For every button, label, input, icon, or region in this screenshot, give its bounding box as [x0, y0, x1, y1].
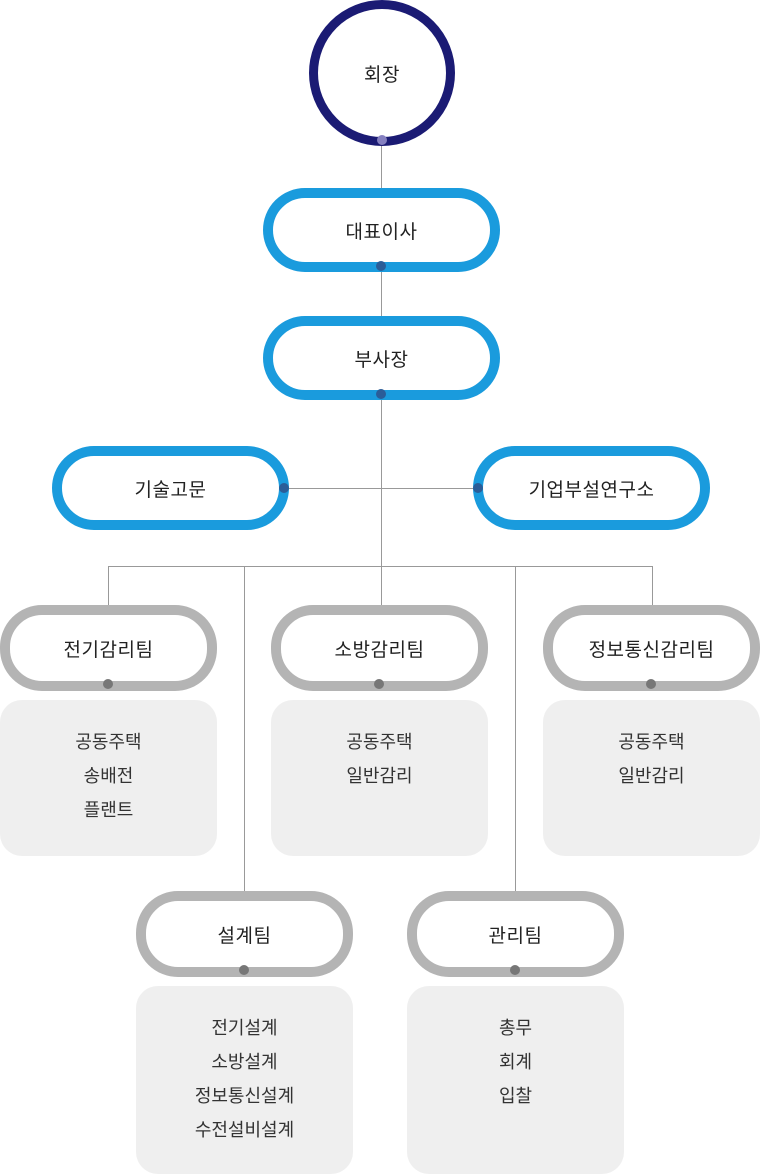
design-team-connector-dot	[239, 965, 249, 975]
detail-item: 입찰	[498, 1086, 533, 1107]
ceo-node: 대표이사	[263, 188, 500, 272]
detail-item: 플랜트	[83, 800, 134, 821]
telecom-supervision-team-label: 정보통신감리팀	[588, 638, 715, 661]
detail-item: 정보통신설계	[194, 1086, 295, 1107]
chairman-connector-dot	[377, 135, 387, 145]
fire-supervision-team-node: 소방감리팀	[271, 605, 488, 691]
electrical-supervision-details: 공동주택 송배전 플랜트	[0, 700, 217, 856]
detail-item: 전기설계	[211, 1018, 278, 1039]
detail-item: 일반감리	[618, 766, 685, 787]
design-team-node: 설계팀	[136, 891, 353, 977]
research-center-connector-dot	[473, 483, 483, 493]
detail-item: 회계	[498, 1052, 533, 1073]
design-team-details: 전기설계 소방설계 정보통신설계 수전설비설계	[136, 986, 353, 1174]
ceo-label: 대표이사	[345, 220, 418, 243]
telecom-supervision-team-node: 정보통신감리팀	[543, 605, 760, 691]
telecom-team-connector-dot	[646, 679, 656, 689]
detail-item: 송배전	[83, 766, 134, 787]
ceo-connector-dot	[376, 261, 386, 271]
chairman-node: 회장	[309, 0, 455, 146]
research-center-label: 기업부설연구소	[528, 478, 655, 501]
chairman-label: 회장	[364, 63, 400, 86]
detail-item: 공동주택	[346, 732, 413, 753]
administration-team-details: 총무 회계 입찰	[407, 986, 624, 1174]
detail-item: 총무	[498, 1018, 533, 1039]
detail-item: 수전설비설계	[194, 1120, 295, 1141]
detail-item: 공동주택	[618, 732, 685, 753]
technical-advisor-node: 기술고문	[52, 446, 289, 530]
fire-supervision-team-label: 소방감리팀	[334, 638, 425, 661]
design-team-label: 설계팀	[217, 924, 272, 947]
detail-item: 소방설계	[211, 1052, 278, 1073]
electrical-team-connector-dot	[103, 679, 113, 689]
technical-advisor-label: 기술고문	[134, 478, 207, 501]
fire-supervision-details: 공동주택 일반감리	[271, 700, 488, 856]
research-center-node: 기업부설연구소	[473, 446, 710, 530]
detail-item: 공동주택	[75, 732, 142, 753]
vice-president-node: 부사장	[263, 316, 500, 400]
vice-president-connector-dot	[376, 389, 386, 399]
telecom-supervision-details: 공동주택 일반감리	[543, 700, 760, 856]
administration-team-label: 관리팀	[488, 924, 543, 947]
detail-item: 일반감리	[346, 766, 413, 787]
technical-advisor-connector-dot	[279, 483, 289, 493]
administration-team-connector-dot	[510, 965, 520, 975]
vice-president-label: 부사장	[354, 348, 409, 371]
fire-team-connector-dot	[374, 679, 384, 689]
electrical-supervision-team-label: 전기감리팀	[63, 638, 154, 661]
